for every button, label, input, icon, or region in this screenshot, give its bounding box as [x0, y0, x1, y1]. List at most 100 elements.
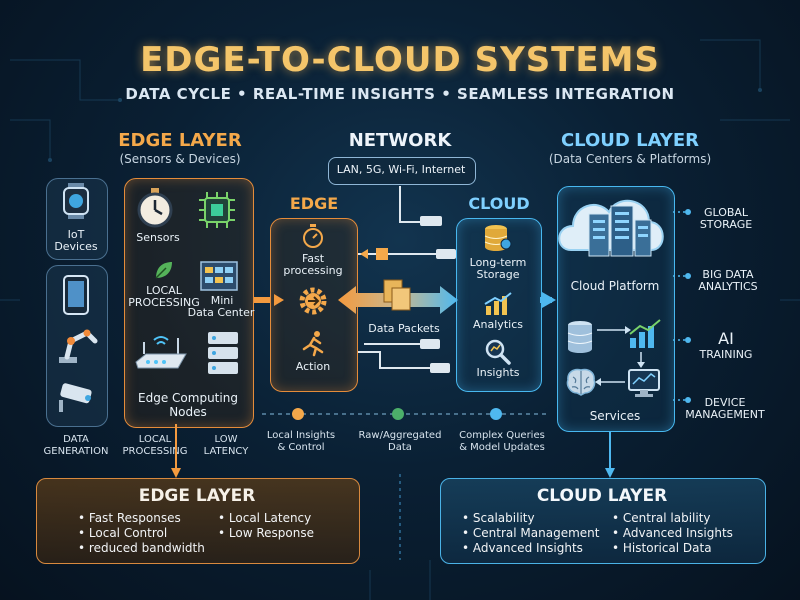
big-data-2: ANALYTICS — [698, 280, 758, 293]
iot-label-1: IoT — [67, 228, 85, 241]
server-stack-icon — [208, 332, 238, 374]
cloud-platform-icon — [558, 199, 664, 257]
bottom-cloud-bullet-2: • Central Management — [462, 526, 600, 540]
page-title: EDGE-TO-CLOUD SYSTEMS — [140, 40, 660, 80]
page-subtitle: DATA CYCLE • REAL-TIME INSIGHTS • SEAMLE… — [125, 85, 675, 103]
cloud-platform-label: Cloud Platform — [570, 279, 660, 293]
cloud-db-icon — [567, 321, 593, 353]
cloud-internal-arrows — [595, 326, 645, 386]
security-camera-icon — [59, 383, 92, 412]
network-edge-title: EDGE — [289, 194, 339, 213]
router-icon — [135, 336, 187, 369]
bottom-edge-bullet-4: • Local Latency — [218, 511, 312, 525]
footer-low-latency-1: LOW — [214, 434, 238, 445]
lts-label-1: Long-term — [469, 256, 527, 269]
bottom-cloud-bullet-6: • Historical Data — [612, 541, 712, 555]
bottom-edge-bullet-3: • reduced bandwidth — [78, 541, 205, 555]
bullet-text: Low Response — [228, 526, 314, 540]
action-label: Action — [295, 360, 331, 373]
smartwatch-icon — [63, 183, 89, 219]
services-label: Services — [589, 409, 641, 423]
big-data-1: BIG DATA — [702, 268, 754, 281]
fast-label-1: Fast — [301, 252, 325, 265]
ai-label: AI — [718, 329, 734, 348]
flow-raw-data-1: Raw/Aggregated — [358, 430, 442, 441]
cloud-chart-icon — [629, 319, 661, 348]
footer-local-processing-2: PROCESSING — [122, 446, 188, 457]
bottom-cloud-box — [440, 478, 766, 564]
runner-icon — [302, 331, 324, 357]
device-mgmt-1: DEVICE — [704, 396, 746, 409]
bottom-edge-box — [36, 478, 360, 564]
bottom-cloud-bullet-4: • Central lability — [612, 511, 711, 525]
bottom-edge-title: EDGE LAYER — [138, 486, 256, 506]
monitor-icon — [628, 369, 660, 397]
local-processing-label-1: LOCAL — [146, 284, 182, 297]
mini-dc-label-1: Mini — [210, 294, 234, 307]
edge-layer-title: EDGE LAYER — [118, 130, 242, 151]
iot-label-2: Devices — [54, 240, 98, 253]
lts-label-2: Storage — [476, 268, 520, 281]
bullet-text: Central lability — [622, 511, 711, 525]
footer-data-generation-1: DATA — [63, 434, 89, 445]
data-packets-label: Data Packets — [368, 322, 440, 335]
network-title: NETWORK — [348, 130, 452, 151]
bottom-cloud-bullet-1: • Scalability — [462, 511, 535, 525]
bullet-text: Fast Responses — [88, 511, 181, 525]
ecn-label-2: Nodes — [169, 405, 207, 419]
global-storage-2: STORAGE — [699, 218, 753, 231]
mini-data-center-icon — [200, 261, 238, 291]
network-cloud-title: CLOUD — [468, 194, 530, 213]
global-storage-1: GLOBAL — [703, 206, 749, 219]
edge-layer-subtitle: (Sensors & Devices) — [119, 152, 241, 166]
bottom-cloud-bullet-3: • Advanced Insights — [462, 541, 583, 555]
bottom-cloud-bullet-5: • Advanced Insights — [612, 526, 733, 540]
analytics-chart-icon — [484, 292, 512, 315]
smartphone-icon — [63, 275, 89, 315]
flow-local-insights-1: Local Insights — [266, 430, 336, 441]
analytics-label: Analytics — [473, 318, 523, 331]
bullet-text: Local Control — [88, 526, 168, 540]
fast-label-2: processing — [283, 264, 343, 277]
bullet-text: Central Management — [472, 526, 600, 540]
footer-low-latency-2: LATENCY — [203, 446, 249, 457]
database-icon — [484, 225, 512, 251]
footer-data-generation-2: GENERATION — [43, 446, 109, 457]
sensors-label: Sensors — [136, 231, 180, 244]
flow-complex-queries-1: Complex Queries — [459, 430, 545, 441]
footer-local-processing-1: LOCAL — [138, 434, 172, 445]
network-types-pill — [328, 157, 476, 185]
local-processing-label-2: PROCESSING — [128, 296, 200, 309]
leaf-icon — [155, 262, 172, 279]
ecn-label-1: Edge Computing — [138, 391, 238, 405]
bullet-text: Advanced Insights — [622, 526, 733, 540]
bottom-edge-bullet-5: • Low Response — [218, 526, 314, 540]
timer-icon — [303, 224, 323, 248]
mini-dc-label-2: Data Center — [187, 306, 255, 319]
bottom-cloud-title: CLOUD LAYER — [536, 486, 668, 506]
flow-local-insights-2: & Control — [277, 442, 325, 453]
flow-raw-data-2: Data — [388, 442, 412, 453]
bullet-text: reduced bandwidth — [88, 541, 205, 555]
bottom-edge-bullet-2: • Local Control — [78, 526, 168, 540]
bullet-text: Scalability — [472, 511, 535, 525]
brain-icon — [566, 368, 596, 396]
network-types: LAN, 5G, Wi-Fi, Internet — [336, 163, 466, 176]
bottom-edge-bullet-1: • Fast Responses — [78, 511, 181, 525]
gear-icon — [299, 287, 327, 315]
stopwatch-icon — [137, 188, 173, 228]
bullet-text: Historical Data — [622, 541, 712, 555]
magnifier-icon — [485, 339, 511, 365]
bullet-text: Advanced Insights — [472, 541, 583, 555]
cloud-layer-title: CLOUD LAYER — [560, 130, 700, 151]
microchip-icon — [199, 192, 235, 228]
device-mgmt-2: MANAGEMENT — [685, 408, 765, 421]
bullet-text: Local Latency — [228, 511, 312, 525]
insights-label: Insights — [476, 366, 520, 379]
cloud-layer-subtitle: (Data Centers & Platforms) — [548, 152, 712, 166]
ai-training-label: TRAINING — [699, 348, 753, 361]
